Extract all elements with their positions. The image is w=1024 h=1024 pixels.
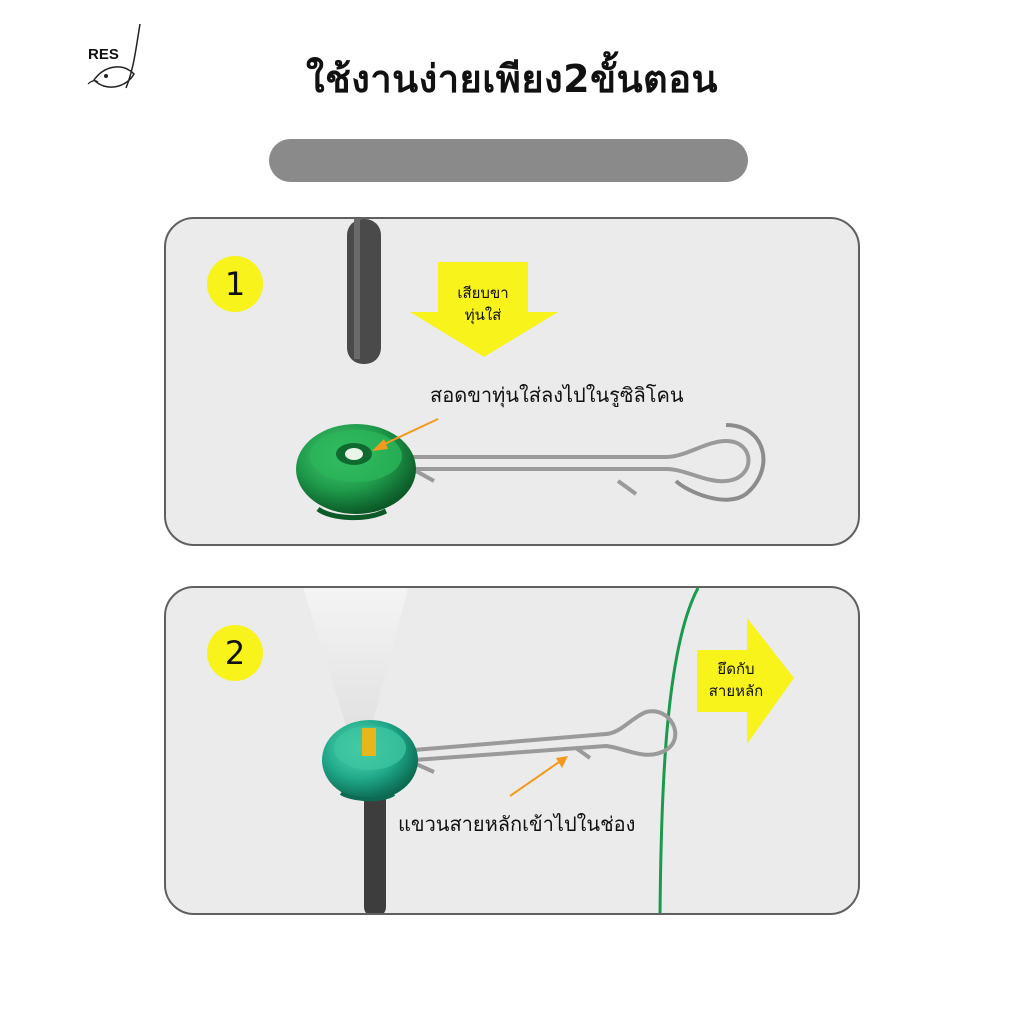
page-title: ใช้งานง่ายเพียง2ขั้นตอน	[305, 57, 719, 101]
step-2-arrow-text-line2: สายหลัก	[708, 682, 764, 700]
step-1-illustration	[296, 219, 766, 521]
step-2-panel: 2 ยึดกับ สายหลัก แขวนสายหลักเข้าไปในช่อง	[164, 586, 860, 915]
step-2-callout: แขวนสายหลักเข้าไปในช่อง	[398, 812, 636, 836]
step-2-illustration	[303, 588, 794, 913]
step-1-panel: 1 เสียบขา ทุ่นใส่ สอดขาทุ่นใส่ลงไปในรูซิ…	[164, 217, 860, 546]
step-2-arrow-text-line1: ยึดกับ	[717, 660, 755, 678]
brand-logo-icon	[87, 23, 141, 89]
step-1-callout: สอดขาทุ่นใส่ลงไปในรูซิลิโคน	[430, 383, 684, 407]
step-1-arrow-text-line1: เสียบขา	[457, 284, 509, 302]
grey-header-bar	[269, 139, 748, 182]
brand-logo-text: RES	[88, 46, 119, 63]
step-1-number-badge: 1	[207, 256, 263, 312]
step-2-number-badge: 2	[207, 625, 263, 681]
step-1-arrow-text-line2: ทุ่นใส่	[464, 306, 502, 324]
